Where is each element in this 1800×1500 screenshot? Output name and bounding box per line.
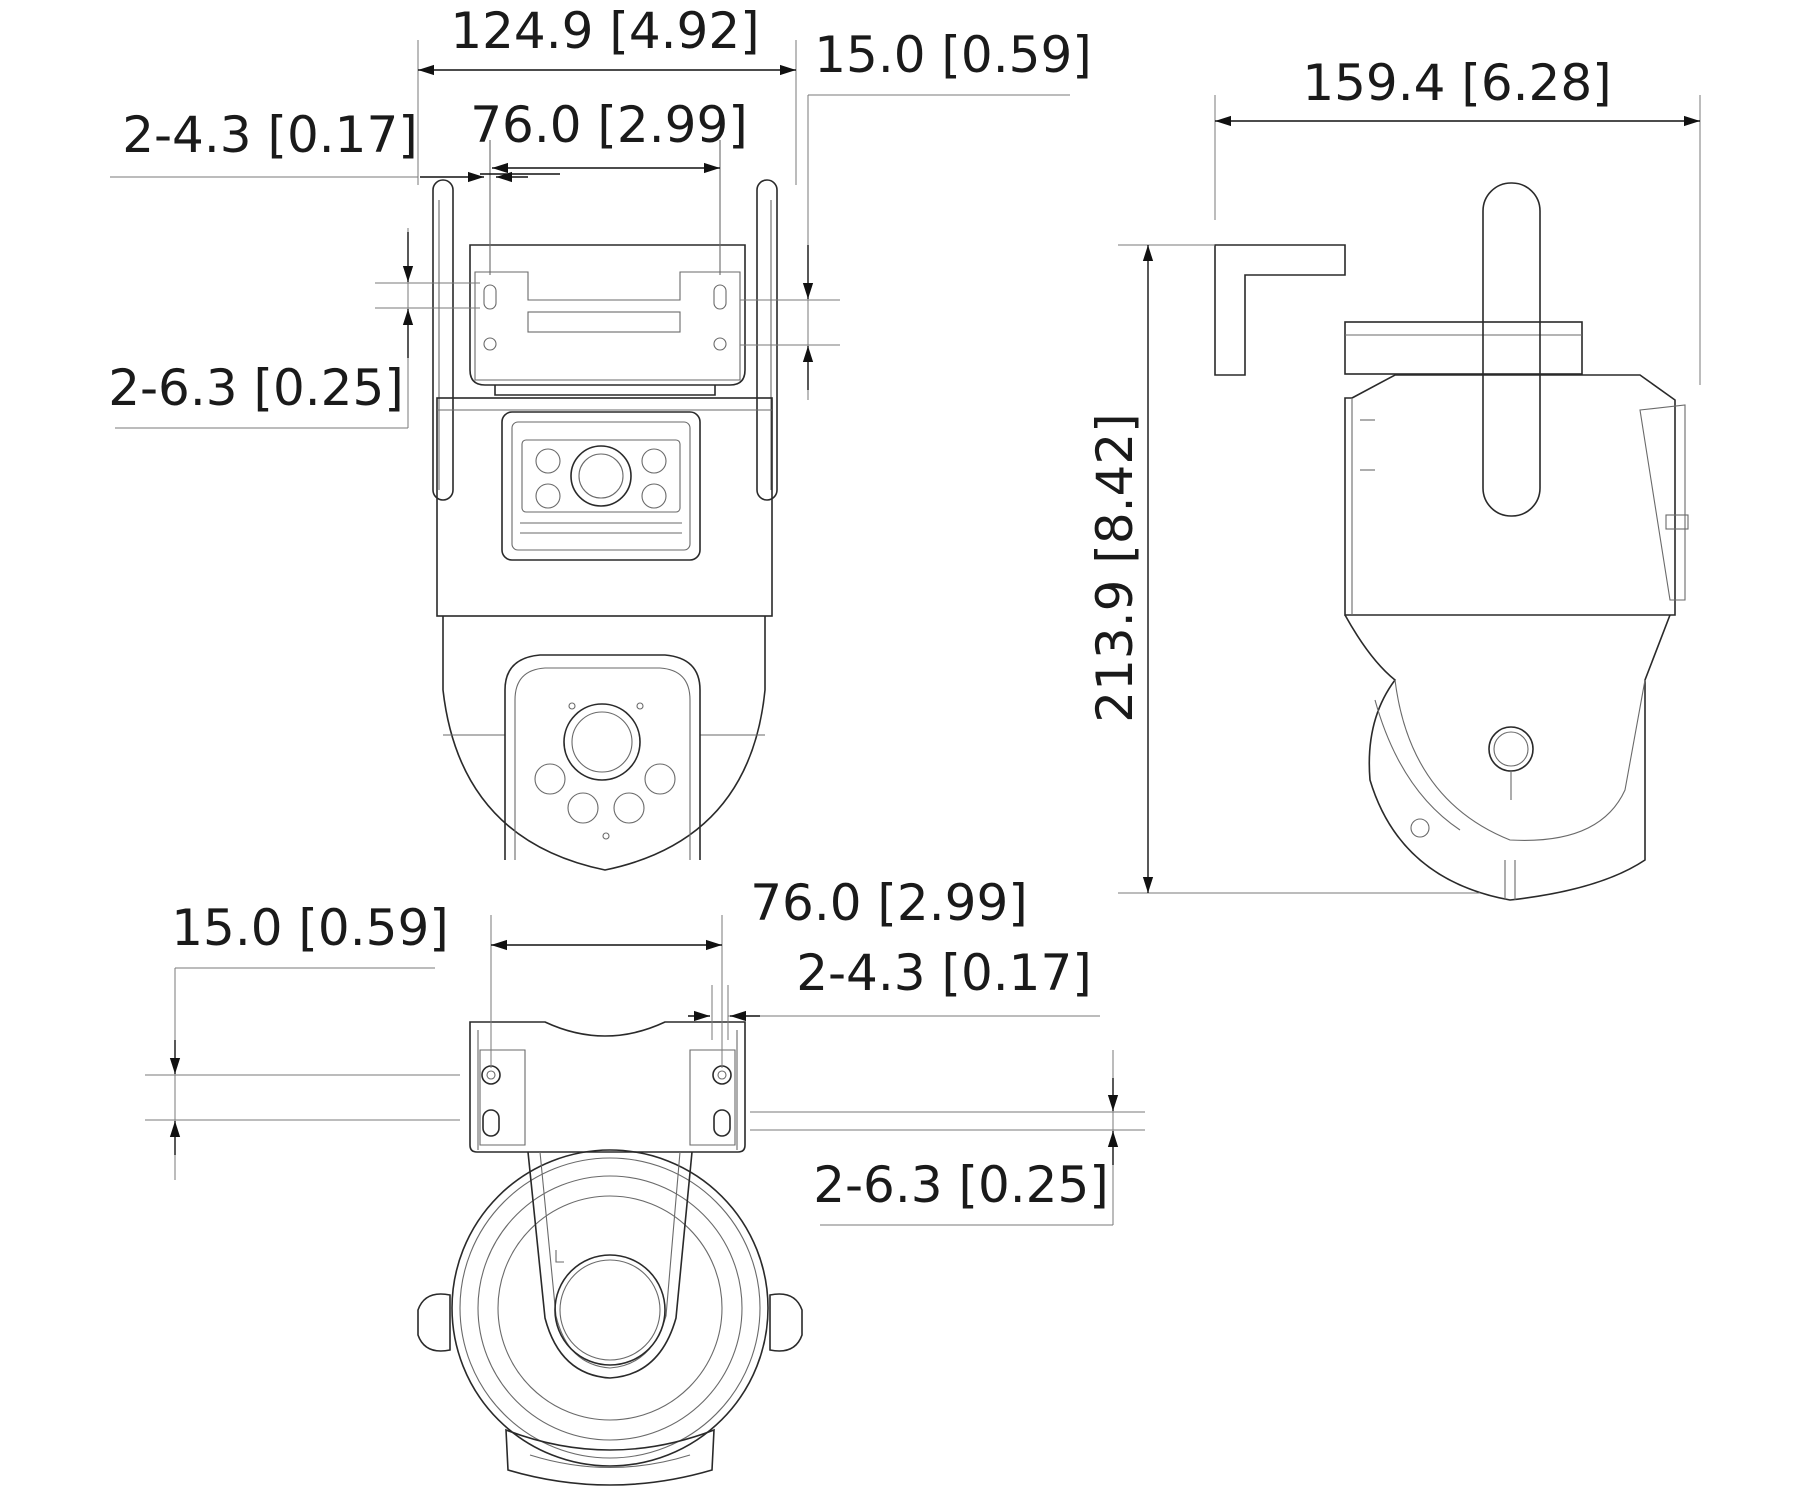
dim-side-height: 213.9 [8.42] <box>1086 413 1144 722</box>
dim-front-hole-spacing: 76.0 [2.99] <box>470 96 748 154</box>
side-view <box>1214 182 1689 901</box>
dim-bottom-hole-diameter: 2-4.3 [0.17] <box>796 944 1092 1002</box>
side-view-dimensions <box>1118 95 1701 894</box>
dim-side-depth: 159.4 [6.28] <box>1302 54 1611 112</box>
front-view <box>432 140 778 871</box>
dimension-labels: 124.9 [4.92] 15.0 [0.59] 76.0 [2.99] 2-4… <box>108 2 1611 1214</box>
dim-bottom-flange: 15.0 [0.59] <box>171 899 449 957</box>
bottom-view <box>417 1021 803 1486</box>
dim-bottom-slot: 2-6.3 [0.25] <box>813 1156 1109 1214</box>
bottom-view-dimensions <box>145 915 1145 1226</box>
front-view-dimensions <box>110 40 1070 429</box>
dim-front-flange: 15.0 [0.59] <box>814 26 1092 84</box>
dim-front-width: 124.9 [4.92] <box>450 2 759 60</box>
dim-front-hole-diameter: 2-4.3 [0.17] <box>122 106 418 164</box>
dim-front-slot: 2-6.3 [0.25] <box>108 359 404 417</box>
dim-bottom-hole-spacing: 76.0 [2.99] <box>750 874 1028 932</box>
